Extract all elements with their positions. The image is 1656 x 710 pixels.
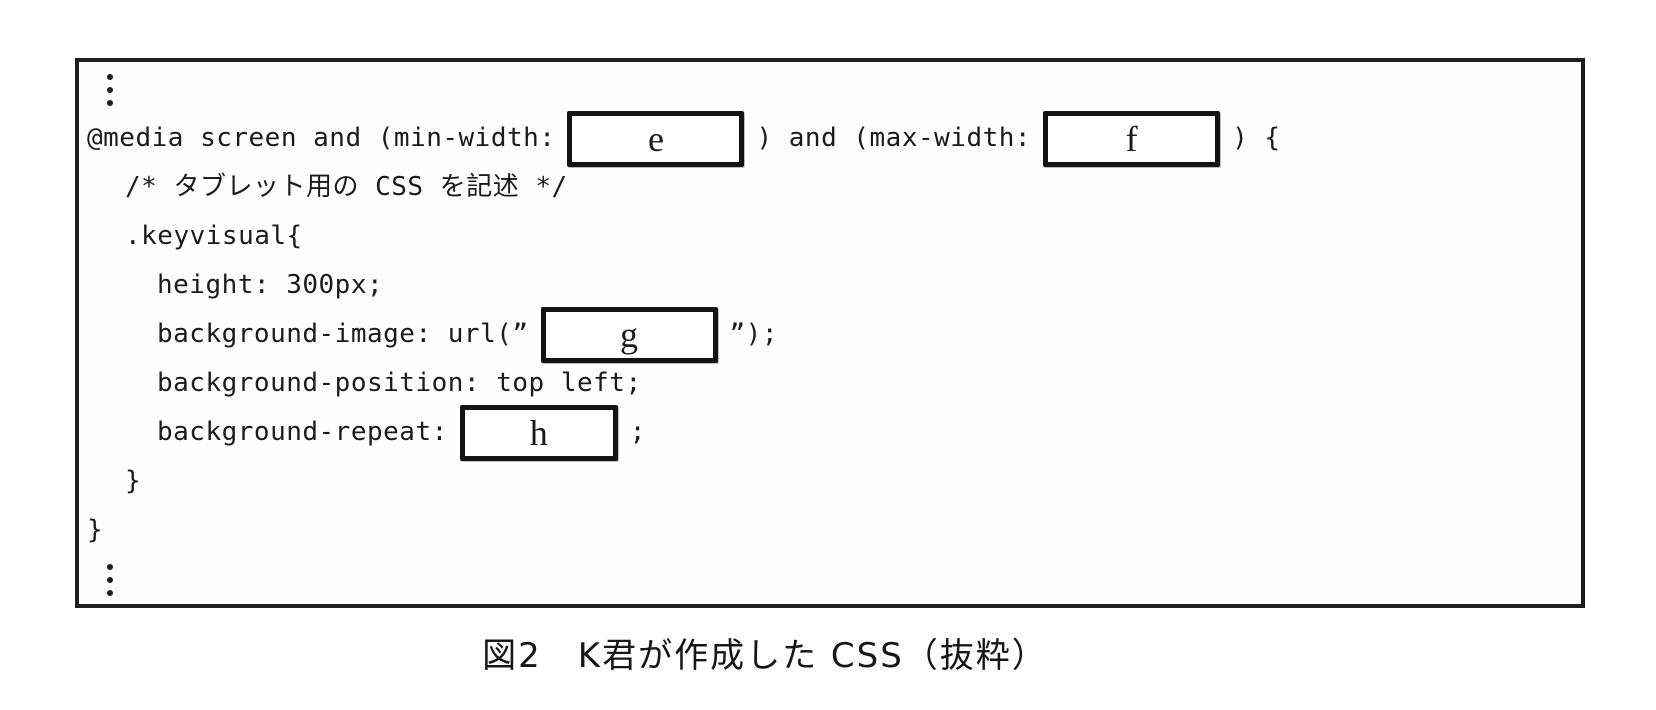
answer-blank-g: g: [540, 306, 718, 363]
code-line: background-repeat: h;: [79, 404, 1581, 461]
code-line: height: 300px;: [79, 261, 1581, 310]
code-text: ;: [629, 417, 646, 447]
blank-letter: f: [1125, 119, 1138, 159]
css-code-block: @media screen and (min-width: e ) and (max…: [79, 65, 1581, 604]
code-line: .keyvisual{: [79, 212, 1581, 261]
code-text: ) and (max-width:: [756, 123, 1032, 153]
code-text: ) {: [1232, 123, 1281, 153]
blank-letter: g: [620, 315, 639, 355]
code-text: }: [125, 466, 142, 496]
code-text: ”);: [729, 319, 778, 349]
css-code-figure-frame: @media screen and (min-width: e ) and (max…: [75, 58, 1585, 608]
figure-caption: 図2 K君が作成した CSS（抜粋）: [482, 636, 1048, 676]
answer-blank-f: f: [1043, 110, 1221, 167]
answer-blank-e: e: [567, 110, 745, 167]
code-text: background-position: top left;: [157, 368, 642, 398]
code-text: background-repeat:: [157, 417, 448, 447]
code-line: background-position: top left;: [79, 359, 1581, 408]
code-line: }: [79, 457, 1581, 506]
code-line-ellipsis: [79, 65, 1581, 114]
answer-blank-h: h: [459, 404, 618, 461]
vertical-ellipsis-icon: [107, 560, 113, 600]
blank-letter: e: [647, 119, 664, 159]
code-text: @media screen and (min-width:: [87, 123, 556, 153]
code-line: @media screen and (min-width: e ) and (max…: [79, 110, 1581, 167]
vertical-ellipsis-icon: [107, 70, 113, 110]
code-line-ellipsis: [79, 555, 1581, 604]
blank-letter: h: [529, 413, 548, 453]
code-line: /* タブレット用の CSS を記述 */: [79, 163, 1581, 212]
code-text: .keyvisual{: [125, 221, 303, 251]
code-text: height: 300px;: [157, 270, 384, 300]
code-line: }: [79, 506, 1581, 555]
code-text: }: [87, 515, 104, 545]
code-text: background-image: url(”: [157, 319, 529, 349]
code-line: background-image: url(” g ”);: [79, 306, 1581, 363]
code-text: /* タブレット用の CSS を記述 */: [125, 172, 568, 202]
